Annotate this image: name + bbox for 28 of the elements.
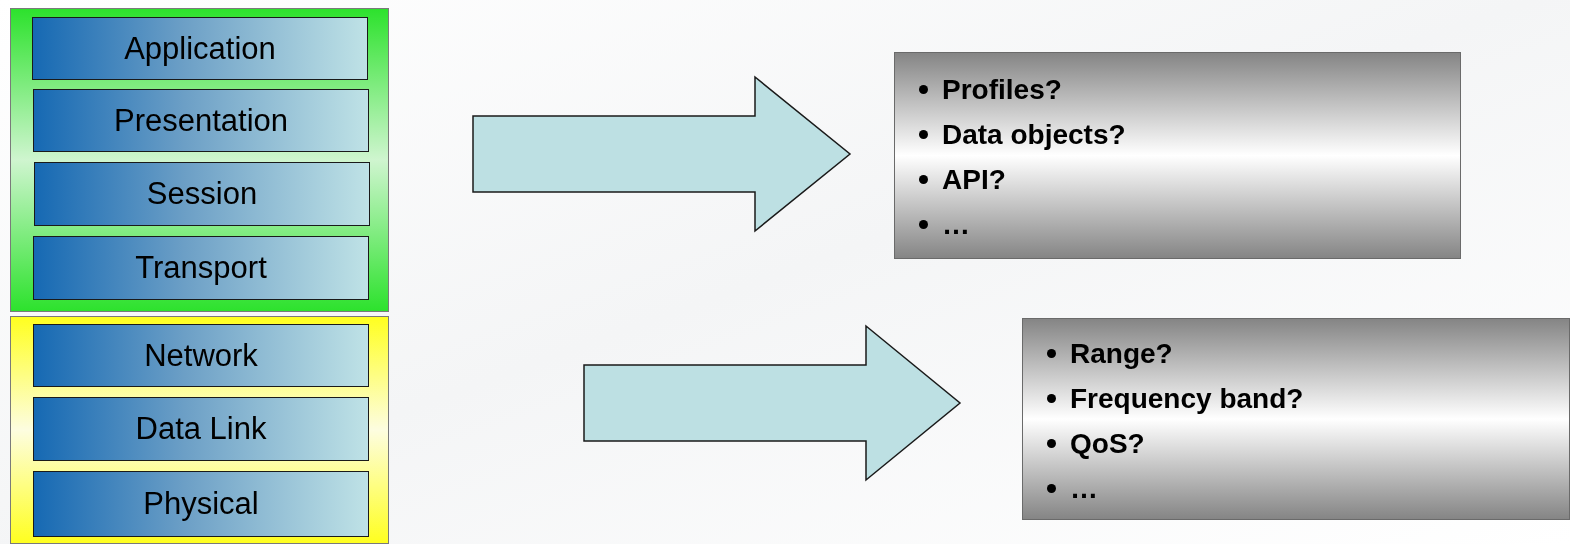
layer-box [33,397,369,461]
layer-group-band [10,8,389,312]
block-arrow [583,324,962,482]
bullet-text: Profiles? [942,73,1062,106]
layer-label: Session [146,176,258,212]
layer-box [33,236,369,300]
bullet-text: Frequency band? [1070,382,1304,415]
layer-label: Presentation [113,102,289,139]
bullet-text: QoS? [1070,427,1145,460]
question-panel [1022,318,1570,520]
layer-label: Data Link [135,411,267,447]
bullet-text: Data objects? [942,118,1126,151]
bullet-text: … [1070,472,1098,505]
layer-label: Network [144,337,258,374]
layer-box [32,17,368,80]
bullet-text: Range? [1070,337,1173,370]
bullet-text: API? [942,163,1006,196]
layer-box [33,324,369,387]
layer-box [34,162,370,226]
layer-box [33,471,369,537]
layer-label: Transport [135,250,267,286]
layer-box [33,89,369,152]
question-panel [894,52,1461,259]
layer-group-band [10,316,389,544]
bullet-text: … [942,208,970,241]
layer-label: Physical [143,486,259,522]
block-arrow [472,75,852,233]
layer-label: Application [124,30,276,67]
